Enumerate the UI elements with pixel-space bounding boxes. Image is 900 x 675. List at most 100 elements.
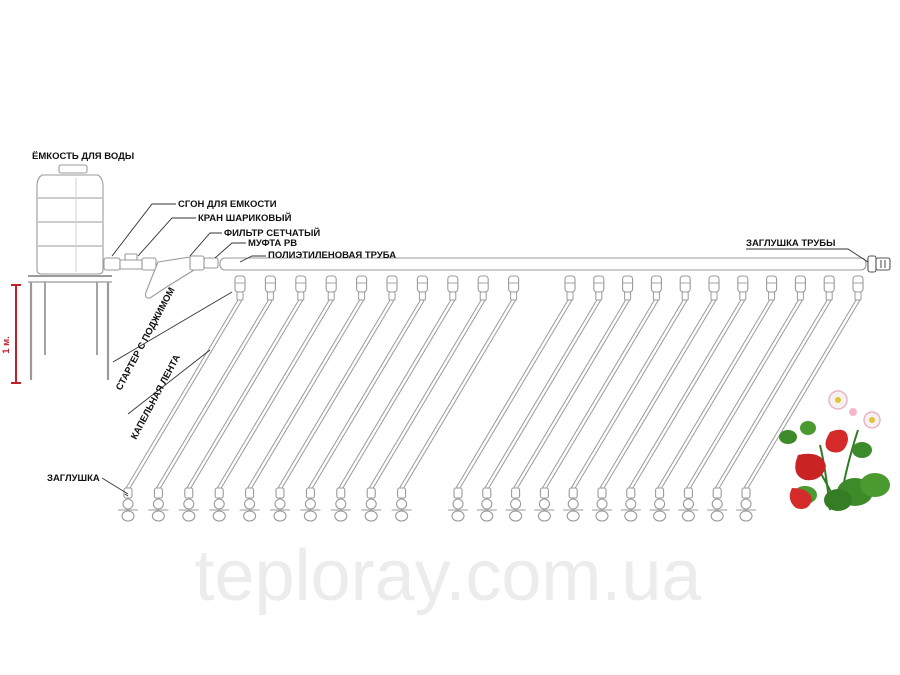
drip-branch <box>361 275 489 522</box>
drip-tape <box>513 299 627 489</box>
starter-fitting <box>356 275 368 293</box>
drip-branch <box>330 275 459 522</box>
end-plug <box>453 487 463 499</box>
drip-branch <box>448 275 576 522</box>
drip-tape <box>455 299 569 489</box>
end-plug <box>397 487 407 499</box>
end-plug <box>123 487 133 499</box>
height-measure: 1 м. <box>1 284 21 384</box>
drip-tape <box>125 299 239 489</box>
drip-tape <box>685 299 799 489</box>
drip-tape <box>368 299 482 489</box>
drip-tape <box>399 299 513 489</box>
pipe-label: ПОЛИЭТИЛЕНОВАЯ ТРУБА <box>268 250 396 261</box>
starter-fitting <box>823 275 835 293</box>
end-plug <box>712 487 722 499</box>
drip-branch <box>592 275 720 522</box>
sgon-fitting <box>103 257 121 271</box>
starter-fitting <box>325 275 337 293</box>
end-plug <box>626 487 636 499</box>
end-plug-label: ЗАГЛУШКА <box>47 473 100 484</box>
starter-fitting <box>852 275 864 293</box>
sgon-label: СГОН ДЛЯ ЕМКОСТИ <box>178 199 277 210</box>
drip-branch <box>270 275 398 522</box>
drip-tape <box>599 299 713 489</box>
drip-branch <box>300 275 428 522</box>
drip-branch <box>505 275 634 522</box>
end-plug <box>655 487 665 499</box>
drip-tape <box>307 299 421 489</box>
end-plug <box>275 487 285 499</box>
end-plug <box>511 487 521 499</box>
main-pipe <box>219 255 891 273</box>
water-tank <box>28 164 112 380</box>
drip-tape <box>247 299 361 489</box>
drip-tape <box>216 299 330 489</box>
drip-branch <box>620 275 749 522</box>
end-plug <box>741 487 751 499</box>
starter-fitting <box>386 275 398 293</box>
drip-tape <box>186 299 300 489</box>
drip-tape <box>570 299 684 489</box>
strawberry-plant-illustration <box>779 390 890 511</box>
starter-fitting <box>508 275 520 293</box>
drip-tape <box>338 299 452 489</box>
drip-tape <box>628 299 742 489</box>
end-plug <box>539 487 549 499</box>
end-plug <box>245 487 255 499</box>
drip-tape <box>714 299 828 489</box>
drip-branch <box>563 275 691 522</box>
drip-tape <box>277 299 391 489</box>
drip-branch <box>476 275 605 522</box>
end-plug <box>153 487 163 499</box>
tank-label: ЁМКОСТЬ ДЛЯ ВОДЫ <box>32 151 134 162</box>
ball-valve <box>119 259 143 270</box>
valve-label: КРАН ШАРИКОВЫЙ <box>198 212 292 224</box>
drip-tape <box>484 299 598 489</box>
starter-fitting <box>593 275 605 293</box>
starter-fitting <box>264 275 276 293</box>
drip-branch <box>736 275 864 522</box>
starter-fitting <box>477 275 489 293</box>
pipe-plug-label: ЗАГЛУШКА ТРУБЫ <box>746 238 835 249</box>
starter-fitting <box>416 275 428 293</box>
starter-fitting <box>622 275 634 293</box>
leader-lines <box>101 203 869 497</box>
drip-tape <box>155 299 269 489</box>
starter-fitting <box>234 275 246 293</box>
starter-fitting <box>447 275 459 293</box>
mesh-filter <box>144 256 195 299</box>
drip-branch <box>707 275 835 522</box>
end-plug <box>366 487 376 499</box>
starter-fitting <box>564 275 576 293</box>
end-plug <box>683 487 693 499</box>
watermark-text: teploray.com.ua <box>195 536 703 616</box>
starter-fitting <box>679 275 691 293</box>
drip-tape <box>657 299 771 489</box>
end-plug <box>597 487 607 499</box>
drip-branch <box>209 275 337 522</box>
coupling-label: МУФТА РВ <box>248 238 297 249</box>
starter-fitting <box>708 275 720 293</box>
drip-branch <box>148 275 276 522</box>
end-plug <box>214 487 224 499</box>
end-plug <box>305 487 315 499</box>
drip-branch <box>178 275 307 522</box>
end-plug <box>184 487 194 499</box>
drip-branches <box>118 275 864 522</box>
drip-branch <box>239 275 368 522</box>
coupling-fitting <box>203 257 219 269</box>
starter-fitting <box>766 275 778 293</box>
end-plug <box>482 487 492 499</box>
height-label: 1 м. <box>1 336 12 354</box>
pipe-plug <box>867 255 891 273</box>
drip-branch <box>118 275 246 522</box>
filter-label: ФИЛЬТР СЕТЧАТЫЙ <box>224 227 320 239</box>
end-plug <box>568 487 578 499</box>
end-plug <box>336 487 346 499</box>
drip-branch <box>678 275 806 522</box>
fittings-assembly <box>103 253 219 299</box>
drip-tape <box>743 299 857 489</box>
drip-branch <box>534 275 662 522</box>
